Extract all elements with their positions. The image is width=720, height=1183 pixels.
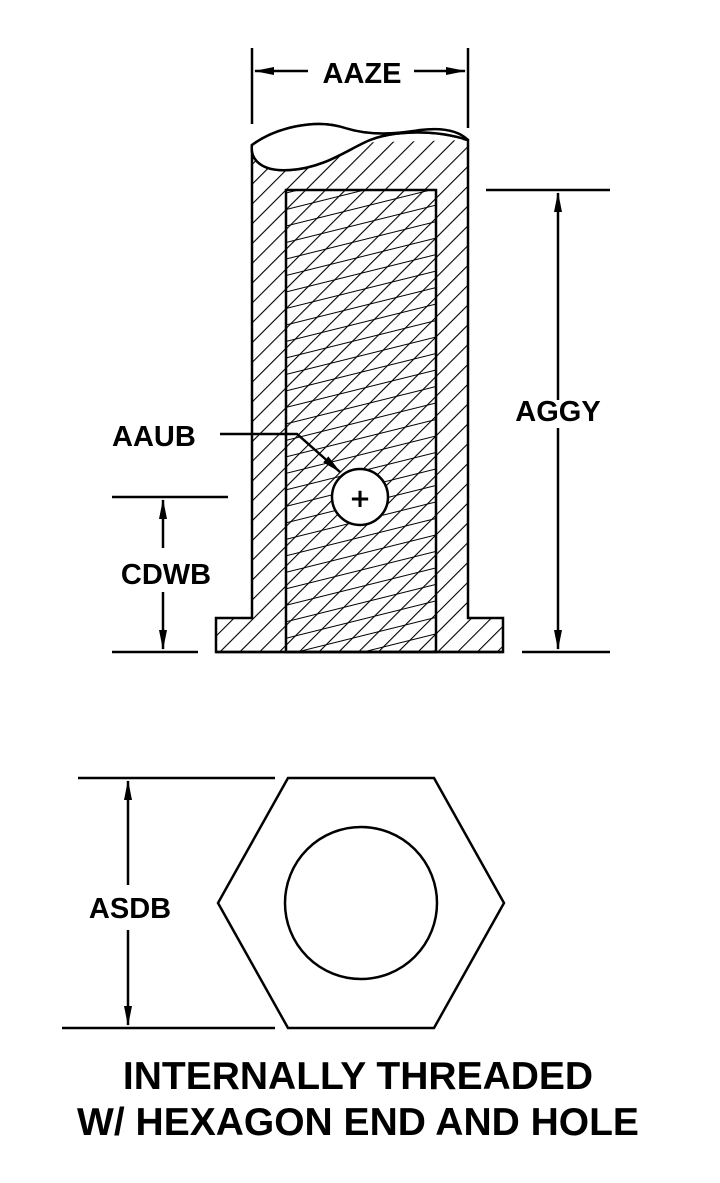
dimension-aaze: AAZE [250,48,470,128]
hexagon-view [216,776,506,1030]
caption-line-1: INTERNALLY THREADED [123,1055,593,1098]
section-view: + [214,122,505,654]
label-asdb: ASDB [89,893,171,925]
caption: INTERNALLY THREADED W/ HEXAGON END AND H… [77,1055,639,1144]
dimension-cdwb: CDWB [112,495,228,654]
dimension-aaub: AAUB [112,421,341,473]
hexagon-outline [216,776,506,1030]
cross-hole [330,467,390,527]
label-aaze: AAZE [323,58,402,90]
dimension-asdb: ASDB [62,776,275,1030]
threaded-bore [284,188,438,654]
label-cdwb: CDWB [121,559,211,591]
dimension-aggy: AGGY [486,188,610,654]
label-aggy: AGGY [515,396,600,428]
label-aaub: AAUB [112,421,196,453]
hole-center-mark: + [349,484,371,514]
hexagon-bore-circle [283,825,439,981]
caption-line-2: W/ HEXAGON END AND HOLE [77,1101,639,1144]
